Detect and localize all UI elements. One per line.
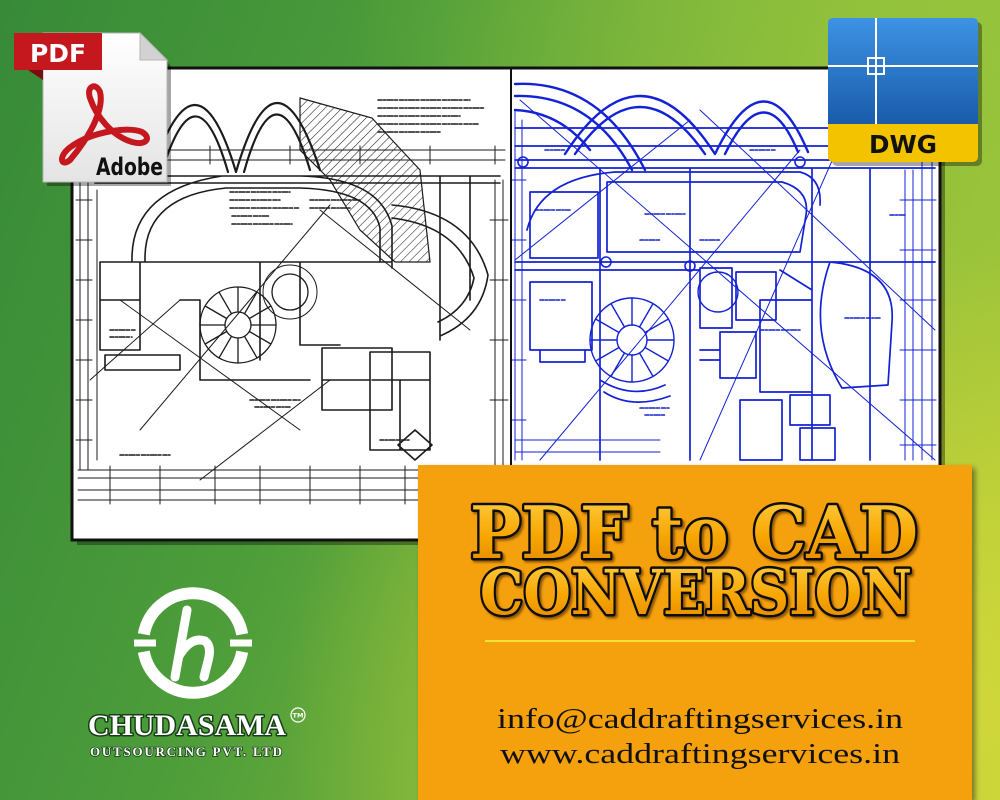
company-logo: CHUDASAMA TM OUTSOURCING PVT. LTD — [87, 587, 306, 760]
cad-round-fixture — [697, 271, 739, 313]
stair-treads — [199, 286, 277, 364]
headline-line2: CONVERSION — [480, 556, 912, 629]
crosshair-icon — [828, 18, 978, 124]
pdf-page-fold — [139, 31, 169, 61]
chudasama-h-logo-icon — [137, 587, 249, 699]
dwg-label: DWG — [869, 130, 937, 159]
drawing-panel — [70, 66, 945, 545]
contact-email: info@caddraftingservices.in — [497, 704, 903, 735]
acrobat-swirl-icon — [59, 83, 150, 166]
contact-website: www.caddraftingservices.in — [500, 739, 900, 770]
round-fixture-outline — [262, 264, 318, 320]
trademark-circle — [290, 707, 306, 723]
column-marker — [600, 256, 612, 268]
dimension-lines — [75, 145, 509, 505]
cad-stair-treads — [589, 297, 675, 383]
dwg-icon-top — [828, 18, 978, 124]
headline-line1: PDF to CAD — [470, 490, 918, 575]
round-fixture — [271, 273, 309, 311]
hatched-area — [299, 97, 431, 263]
cad-floor-plan-drawing — [512, 82, 937, 461]
spiral-staircase — [199, 286, 277, 364]
cad-spiral-staircase — [589, 297, 675, 383]
trademark-label: TM — [293, 712, 304, 720]
company-name: CHUDASAMA — [88, 709, 286, 742]
pdf-tag-label: PDF — [30, 39, 86, 68]
adobe-pdf-file-icon: PDF Adobe — [14, 31, 171, 186]
pdf-tag-fold — [28, 70, 43, 80]
logo-h-letter — [170, 605, 214, 682]
dwg-file-icon: DWG — [828, 18, 982, 166]
banner-background — [418, 465, 972, 800]
pdf-floor-plan-drawing — [75, 97, 509, 505]
column-marker — [794, 156, 806, 168]
roof-arches — [148, 102, 322, 180]
adobe-brand-label: Adobe — [96, 153, 163, 181]
column-marker — [517, 156, 529, 168]
column-marker — [684, 260, 696, 272]
cad-arches — [513, 82, 810, 172]
cad-annotation-marks — [534, 149, 906, 416]
title-banner: PDF to CAD CONVERSION info@caddraftingse… — [418, 465, 972, 800]
company-tagline: OUTSOURCING PVT. LTD — [90, 744, 282, 759]
annotation-marks — [109, 99, 486, 456]
plan-walls — [94, 175, 501, 461]
cad-walls — [514, 127, 936, 461]
pdf-tag — [14, 33, 102, 70]
